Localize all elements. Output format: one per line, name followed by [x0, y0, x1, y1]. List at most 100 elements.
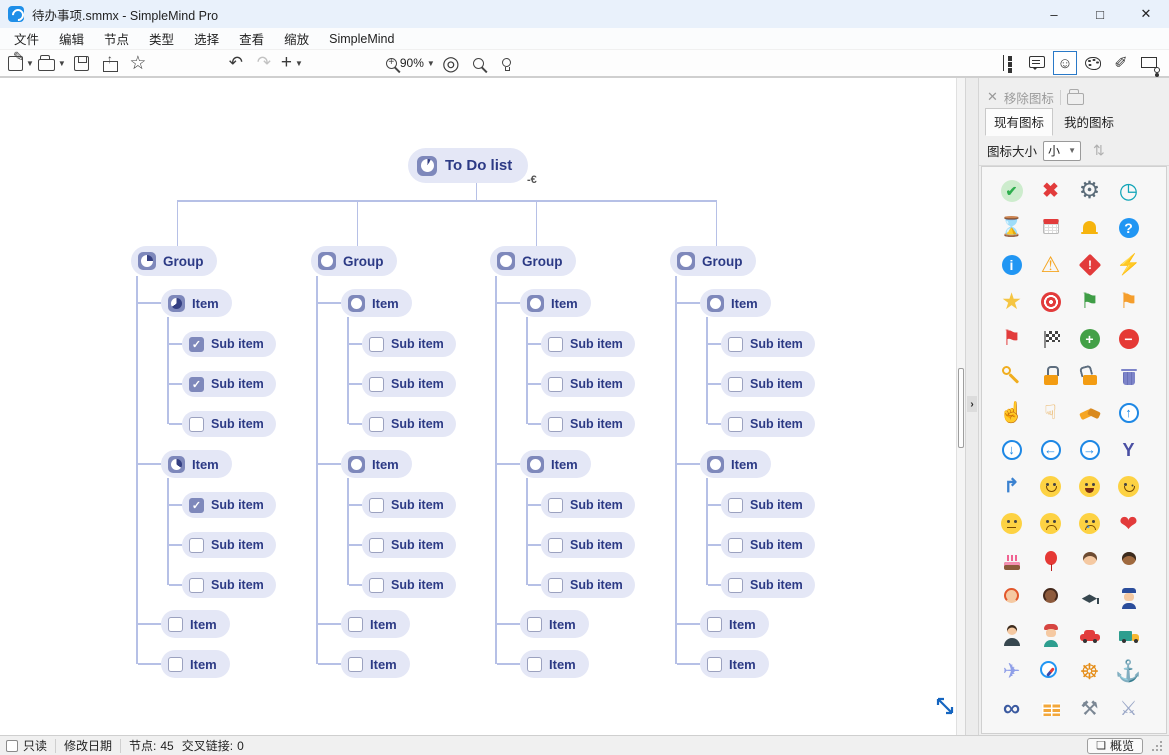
checkbox-unchecked-icon[interactable]: [189, 416, 204, 432]
mindmap-node-subitem[interactable]: Sub item: [362, 331, 456, 357]
mindmap-node-subitem[interactable]: Sub item: [362, 572, 456, 598]
scrollbar-thumb[interactable]: [958, 368, 964, 448]
arrow-left-circle-icon[interactable]: ←: [1031, 431, 1070, 468]
menu-select[interactable]: 选择: [194, 33, 220, 47]
truck-icon[interactable]: [1109, 616, 1148, 653]
mindmap-node-group[interactable]: Group: [131, 246, 217, 276]
presentation-button[interactable]: [1137, 51, 1161, 75]
open-icon-folder-icon[interactable]: [1066, 89, 1084, 105]
mindmap-node-subitem[interactable]: Sub item: [182, 411, 276, 437]
menu-zoom[interactable]: 缩放: [284, 33, 310, 47]
center-map-button[interactable]: ◎: [439, 51, 463, 75]
mindmap-node-item[interactable]: Item: [520, 289, 591, 317]
mindmap-node-item[interactable]: Item: [520, 650, 589, 678]
checkbox-unchecked-icon[interactable]: [548, 497, 563, 513]
mindmap-node-subitem[interactable]: Sub item: [721, 572, 815, 598]
mindmap-node-subitem[interactable]: Sub item: [362, 532, 456, 558]
mindmap-node-subitem[interactable]: Sub item: [721, 331, 815, 357]
menu-node[interactable]: 节点: [104, 33, 130, 47]
zoom-control[interactable]: 90% ▼: [385, 51, 435, 75]
mindmap-node-subitem[interactable]: Sub item: [182, 572, 276, 598]
checkbox-unchecked-icon[interactable]: [369, 416, 384, 432]
trash-icon[interactable]: [1109, 357, 1148, 394]
checkbox-unchecked-icon[interactable]: [548, 416, 563, 432]
menu-view[interactable]: 查看: [239, 33, 265, 47]
info-icon[interactable]: i: [992, 246, 1031, 283]
sort-icon[interactable]: ⇅: [1093, 142, 1105, 158]
checkbox-unchecked-icon[interactable]: [369, 336, 384, 352]
readonly-checkbox[interactable]: [6, 739, 18, 752]
mindmap-node-item[interactable]: Item: [161, 450, 232, 478]
panel-collapse-button[interactable]: ›: [967, 396, 977, 412]
checkbox-unchecked-icon[interactable]: [728, 336, 743, 352]
checkbox-unchecked-icon[interactable]: [728, 497, 743, 513]
canvas-scrollbar[interactable]: [956, 78, 965, 735]
mindmap-node-item[interactable]: Item: [341, 610, 410, 638]
collapse-indicator[interactable]: -€: [527, 174, 537, 186]
flag-orange-icon[interactable]: ⚑: [1109, 283, 1148, 320]
notes-button[interactable]: [1025, 51, 1049, 75]
checkbox-unchecked-icon[interactable]: [527, 616, 542, 632]
checkbox-unchecked-icon[interactable]: [728, 416, 743, 432]
favorite-button[interactable]: ☆: [126, 51, 150, 75]
anchor-icon[interactable]: ⚓: [1109, 653, 1148, 690]
calendar-icon[interactable]: [1031, 209, 1070, 246]
arrow-down-circle-icon[interactable]: ↓: [992, 431, 1031, 468]
heart-icon[interactable]: ❤: [1109, 505, 1148, 542]
mindmap-node-item[interactable]: Item: [341, 450, 412, 478]
checkbox-checked-icon[interactable]: [189, 376, 204, 392]
target-icon[interactable]: [1031, 283, 1070, 320]
laughing-icon[interactable]: [1070, 468, 1109, 505]
mindmap-node-subitem[interactable]: Sub item: [721, 411, 815, 437]
checkbox-unchecked-icon[interactable]: [369, 577, 384, 593]
checkbox-unchecked-icon[interactable]: [707, 616, 722, 632]
airplane-icon[interactable]: ✈: [992, 653, 1031, 690]
woman-redhead-icon[interactable]: [992, 579, 1031, 616]
format-button[interactable]: ✐: [1109, 51, 1133, 75]
checkbox-unchecked-icon[interactable]: [348, 656, 363, 672]
redo-button[interactable]: ↷: [252, 51, 276, 75]
minus-icon[interactable]: −: [1109, 320, 1148, 357]
alert-icon[interactable]: !: [1070, 246, 1109, 283]
mindmap-node-subitem[interactable]: Sub item: [541, 492, 635, 518]
mindmap-node-subitem[interactable]: Sub item: [541, 572, 635, 598]
mindmap-node-subitem[interactable]: Sub item: [541, 371, 635, 397]
ship-wheel-icon[interactable]: ☸: [1070, 653, 1109, 690]
bell-icon[interactable]: [1070, 209, 1109, 246]
birthday-cake-icon[interactable]: [992, 542, 1031, 579]
mindmap-node-subitem[interactable]: Sub item: [721, 492, 815, 518]
merge-arrow-icon[interactable]: ↱: [992, 468, 1031, 505]
checkbox-unchecked-icon[interactable]: [548, 537, 563, 553]
mindmap-node-subitem[interactable]: Sub item: [721, 532, 815, 558]
mindmap-node-item[interactable]: Item: [700, 650, 769, 678]
modified-date-label[interactable]: 修改日期: [64, 739, 113, 753]
checkbox-unchecked-icon[interactable]: [189, 577, 204, 593]
flag-red-icon[interactable]: ⚑: [992, 320, 1031, 357]
boy-dark-icon[interactable]: [1109, 542, 1148, 579]
mindmap-node-subitem[interactable]: Sub item: [362, 371, 456, 397]
undo-button[interactable]: ↶: [224, 51, 248, 75]
mindmap-node-item[interactable]: Item: [520, 610, 589, 638]
sword-icon[interactable]: ⚔: [1109, 690, 1148, 727]
remove-icon-button[interactable]: 移除图标: [1003, 91, 1054, 106]
sad-face-icon[interactable]: [1031, 505, 1070, 542]
police-officer-icon[interactable]: [1109, 579, 1148, 616]
checkbox-unchecked-icon[interactable]: [369, 537, 384, 553]
save-button[interactable]: [70, 51, 94, 75]
cross-icon[interactable]: ✖: [1031, 172, 1070, 209]
firefighter-icon[interactable]: [1031, 616, 1070, 653]
icon-size-select[interactable]: 小 ▼: [1043, 140, 1082, 161]
mindmap-node-item[interactable]: Item: [700, 450, 771, 478]
arrow-right-circle-icon[interactable]: →: [1070, 431, 1109, 468]
checkbox-unchecked-icon[interactable]: [369, 376, 384, 392]
checkbox-unchecked-icon[interactable]: [548, 336, 563, 352]
key-icon[interactable]: [992, 357, 1031, 394]
checkbox-unchecked-icon[interactable]: [168, 656, 183, 672]
mindmap-node-item[interactable]: Item: [700, 289, 771, 317]
menu-edit[interactable]: 编辑: [59, 33, 85, 47]
brick-wall-icon[interactable]: [1031, 690, 1070, 727]
checkbox-checked-icon[interactable]: [189, 497, 204, 513]
resize-grip[interactable]: [1151, 740, 1163, 752]
suggest-button[interactable]: [495, 51, 519, 75]
icons-panel-button[interactable]: ☺: [1053, 51, 1077, 75]
